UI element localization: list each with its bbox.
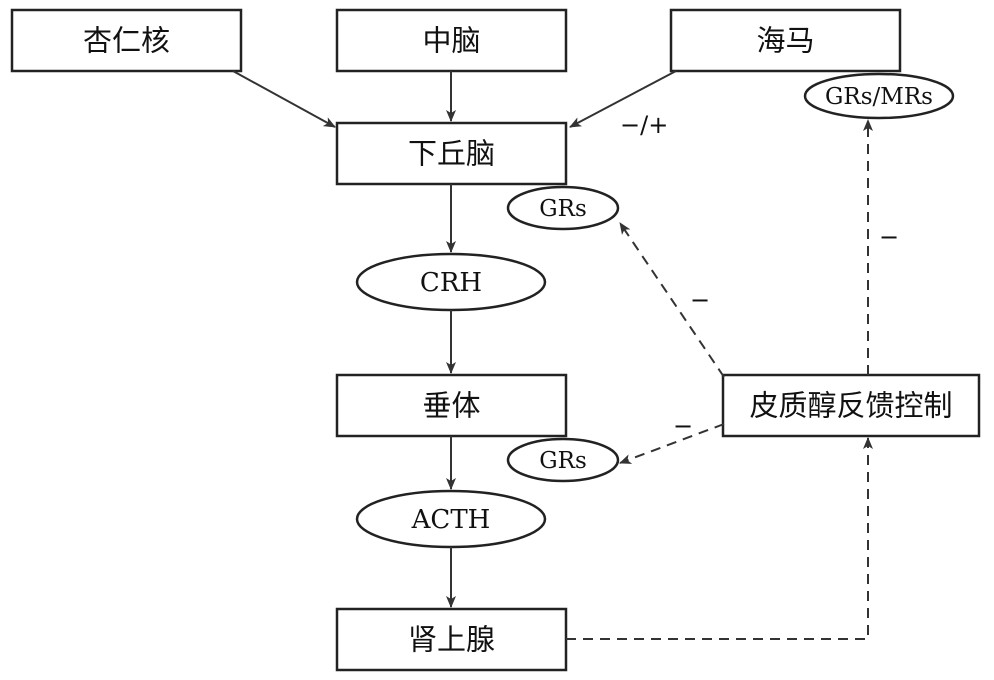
crh-oval: CRH [355,252,547,312]
acth-oval: ACTH [355,489,547,549]
pituitary-label: 垂体 [422,389,480,423]
midbrain-label: 中脑 [422,24,480,58]
acth-label: ACTH [411,505,491,535]
pituitary-node: 垂体 [335,373,568,438]
hippocampus-label: 海马 [756,24,814,58]
midbrain-node: 中脑 [335,8,568,73]
adrenal-node: 肾上腺 [335,607,568,672]
sign-feedback-hippocampus: − [879,223,899,251]
hypothalamus-label: 下丘脑 [408,137,495,171]
sign-feedback-pituitary: − [673,412,693,440]
amygdala-label: 杏仁核 [83,24,170,58]
cortisol-feedback-node: 皮质醇反馈控制 [721,373,981,438]
pituitary-receptor-label: GRs [539,448,587,474]
hypothalamus-receptor-label: GRs [539,196,587,222]
sign-feedback-hypothalamus: − [690,286,710,314]
dashed-feedback-to-pituitary-receptor [619,423,725,464]
arrow-hippocampus-to-hypothalamus [569,70,677,128]
crh-label: CRH [420,268,482,298]
cortisol-feedback-label: 皮质醇反馈控制 [749,389,952,423]
pituitary-receptor-oval: GRs [506,437,620,483]
adrenal-label: 肾上腺 [408,623,495,657]
hypothalamus-receptor-oval: GRs [506,185,620,231]
hypothalamus-node: 下丘脑 [335,121,568,186]
arrow-amygdala-to-hypothalamus [232,70,336,128]
dashed-feedback-to-hypothalamus-receptor [619,222,725,378]
hippocampus-receptor-oval: GRs/MRs [803,72,955,120]
hippocampus-receptor-label: GRs/MRs [825,84,933,110]
hippocampus-node: 海马 [669,8,902,73]
amygdala-node: 杏仁核 [10,8,243,73]
sign-hippocampus-modulation: −/+ [620,111,668,139]
